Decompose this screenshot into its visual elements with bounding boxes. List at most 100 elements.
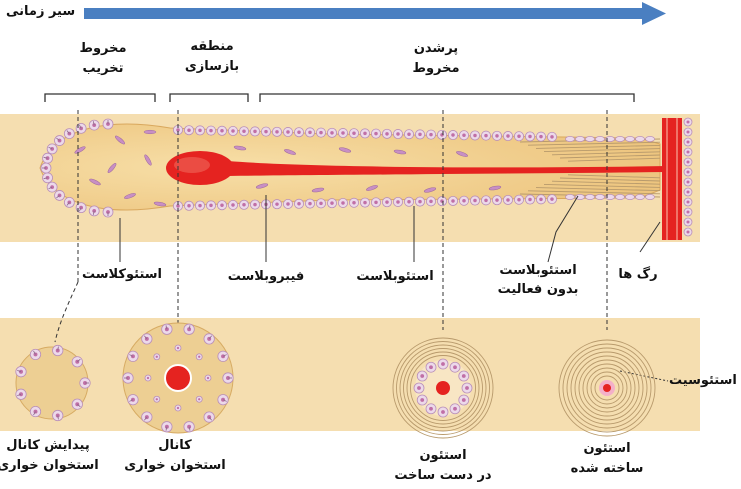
inactive-osteoblast-top	[636, 136, 645, 141]
osteoblast-cell-top-nucleus	[308, 131, 311, 134]
osteoblast-cell-bottom-nucleus	[242, 203, 245, 206]
cs2-line2: استخوان خواری	[124, 457, 226, 474]
vessel-wall-cell-nucleus	[686, 220, 689, 223]
osteoblast-cell-top-nucleus	[429, 133, 432, 136]
label-osteoclast: استئوکلاست	[82, 266, 162, 283]
osteoblast-cell-top-nucleus	[407, 132, 410, 135]
cs4-line2: ساخته شده	[571, 460, 644, 477]
cs3-line2: در دست ساخت	[394, 467, 491, 484]
osteoblast-cell-top-nucleus	[187, 128, 190, 131]
cs3-line1: استئون	[419, 447, 466, 464]
zone-advancing-line1: پرشدن	[414, 40, 458, 57]
fibroblast-cell-nucleus	[207, 377, 209, 379]
inactive-osteoblast-bottom	[636, 194, 645, 199]
osteoblast-cell-bottom-nucleus	[462, 199, 465, 202]
osteoblast-cell-nucleus	[420, 398, 424, 402]
osteoblast-cell-nucleus	[441, 410, 445, 414]
vessel-wall-cell-nucleus	[686, 170, 689, 173]
vessel-wall-cell-nucleus	[686, 230, 689, 233]
label-vessels: رگ ها	[618, 266, 657, 283]
osteoblast-cell-top-nucleus	[319, 131, 322, 134]
osteoblast-cell-top-nucleus	[198, 129, 201, 132]
osteoblast-cell-top-nucleus	[484, 134, 487, 137]
vessel-wall-cell-nucleus	[686, 200, 689, 203]
osteoblast-cell-top-nucleus	[495, 134, 498, 137]
osteoblast-cell-bottom-nucleus	[374, 201, 377, 204]
label-osteoblast: استئوبلاست	[356, 268, 433, 285]
zone-destruction-line1: مخروط	[79, 40, 126, 57]
vessel-wall-cell-nucleus	[686, 160, 689, 163]
osteoblast-cell-bottom-nucleus	[286, 202, 289, 205]
osteoblast-cell-nucleus	[462, 398, 466, 402]
osteoblast-cell-bottom-nucleus	[198, 204, 201, 207]
vessel-wall-cell-nucleus	[686, 140, 689, 143]
time-arrow-shaft	[84, 8, 644, 19]
osteoblast-cell-bottom-nucleus	[506, 198, 509, 201]
osteoblast-cell-top-nucleus	[550, 135, 553, 138]
fibroblast-cell-nucleus	[156, 398, 158, 400]
osteoblast-cell-bottom-nucleus	[484, 199, 487, 202]
osteoblast-cell-nucleus	[462, 374, 466, 378]
osteoblast-cell-nucleus	[429, 365, 433, 369]
osteoblast-cell-top-nucleus	[473, 134, 476, 137]
osteoblast-cell-nucleus	[453, 407, 457, 411]
fibroblast-cell-nucleus	[177, 347, 179, 349]
inactive-osteoblast-bottom	[566, 194, 575, 199]
label-osteocyte: استئوسیت	[669, 372, 737, 389]
canal-vessel	[165, 365, 191, 391]
osteoblast-cell-bottom-nucleus	[396, 200, 399, 203]
inactive-osteoblast-top	[596, 136, 605, 141]
osteon-forming-vessel	[436, 381, 450, 395]
osteoblast-cell-top-nucleus	[330, 131, 333, 134]
osteoblast-cell-bottom-nucleus	[451, 199, 454, 202]
label-fibroblast: فیبروبلاست	[228, 268, 305, 285]
fibroblast-cell-nucleus	[177, 407, 179, 409]
osteon-formed-vessel	[603, 384, 611, 392]
inactive-osteoblast-top	[586, 136, 595, 141]
osteoblast-cell-nucleus	[429, 407, 433, 411]
osteoblast-cell-top-nucleus	[297, 130, 300, 133]
inactive-osteoblast-top	[616, 136, 625, 141]
osteoblast-cell-bottom-nucleus	[319, 202, 322, 205]
osteoblast-cell-top-nucleus	[517, 135, 520, 138]
zone-advancing-line2: مخروط	[412, 60, 459, 77]
inactive-osteoblast-top	[626, 136, 635, 141]
osteoblast-cell-bottom-nucleus	[539, 198, 542, 201]
osteoblast-cell-bottom-nucleus	[308, 202, 311, 205]
vessel-wall-cell-nucleus	[686, 180, 689, 183]
osteoclast-cell-nucleus	[221, 398, 225, 402]
osteoblast-cell-top-nucleus	[231, 129, 234, 132]
inactive-osteoblast-bottom	[646, 194, 655, 199]
osteoblast-cell-bottom-nucleus	[330, 201, 333, 204]
osteoblast-cell-top-nucleus	[242, 129, 245, 132]
inactive-osteoblast-bottom	[586, 194, 595, 199]
label-inactive-osteoblast-line1: استئوبلاست	[499, 262, 576, 279]
vessel-wall-cell-nucleus	[686, 130, 689, 133]
vessel-wall-cell-nucleus	[686, 150, 689, 153]
osteoblast-cell-top-nucleus	[275, 130, 278, 133]
vessel-wall-cell-nucleus	[686, 120, 689, 123]
osteoclast-cell-nucleus	[19, 392, 23, 396]
cs1-line1: پیدایش کانال	[6, 437, 89, 454]
osteoblast-cell-bottom-nucleus	[473, 199, 476, 202]
osteoblast-cell-top-nucleus	[528, 135, 531, 138]
bracket-advancing	[260, 94, 634, 102]
osteoblast-cell-nucleus	[420, 374, 424, 378]
zone-repair-line2: بازسازی	[185, 58, 239, 75]
vessel-wall-cell-nucleus	[686, 190, 689, 193]
osteoblast-cell-bottom-nucleus	[297, 202, 300, 205]
bracket-repair	[170, 94, 248, 102]
osteoblast-cell-bottom-nucleus	[275, 202, 278, 205]
arrow-label: سیر زمانی	[6, 3, 75, 20]
cs1-line2: استخوان خواری	[0, 457, 99, 474]
osteoblast-cell-bottom-nucleus	[495, 198, 498, 201]
osteoblast-cell-bottom-nucleus	[385, 200, 388, 203]
osteoblast-cell-top-nucleus	[363, 132, 366, 135]
osteoblast-cell-bottom-nucleus	[341, 201, 344, 204]
osteoclast-cell-nucleus	[34, 410, 38, 414]
osteoblast-cell-top-nucleus	[539, 135, 542, 138]
osteoblast-cell-bottom-nucleus	[550, 197, 553, 200]
vertical-vessel	[662, 118, 682, 240]
inactive-osteoblast-bottom	[596, 194, 605, 199]
